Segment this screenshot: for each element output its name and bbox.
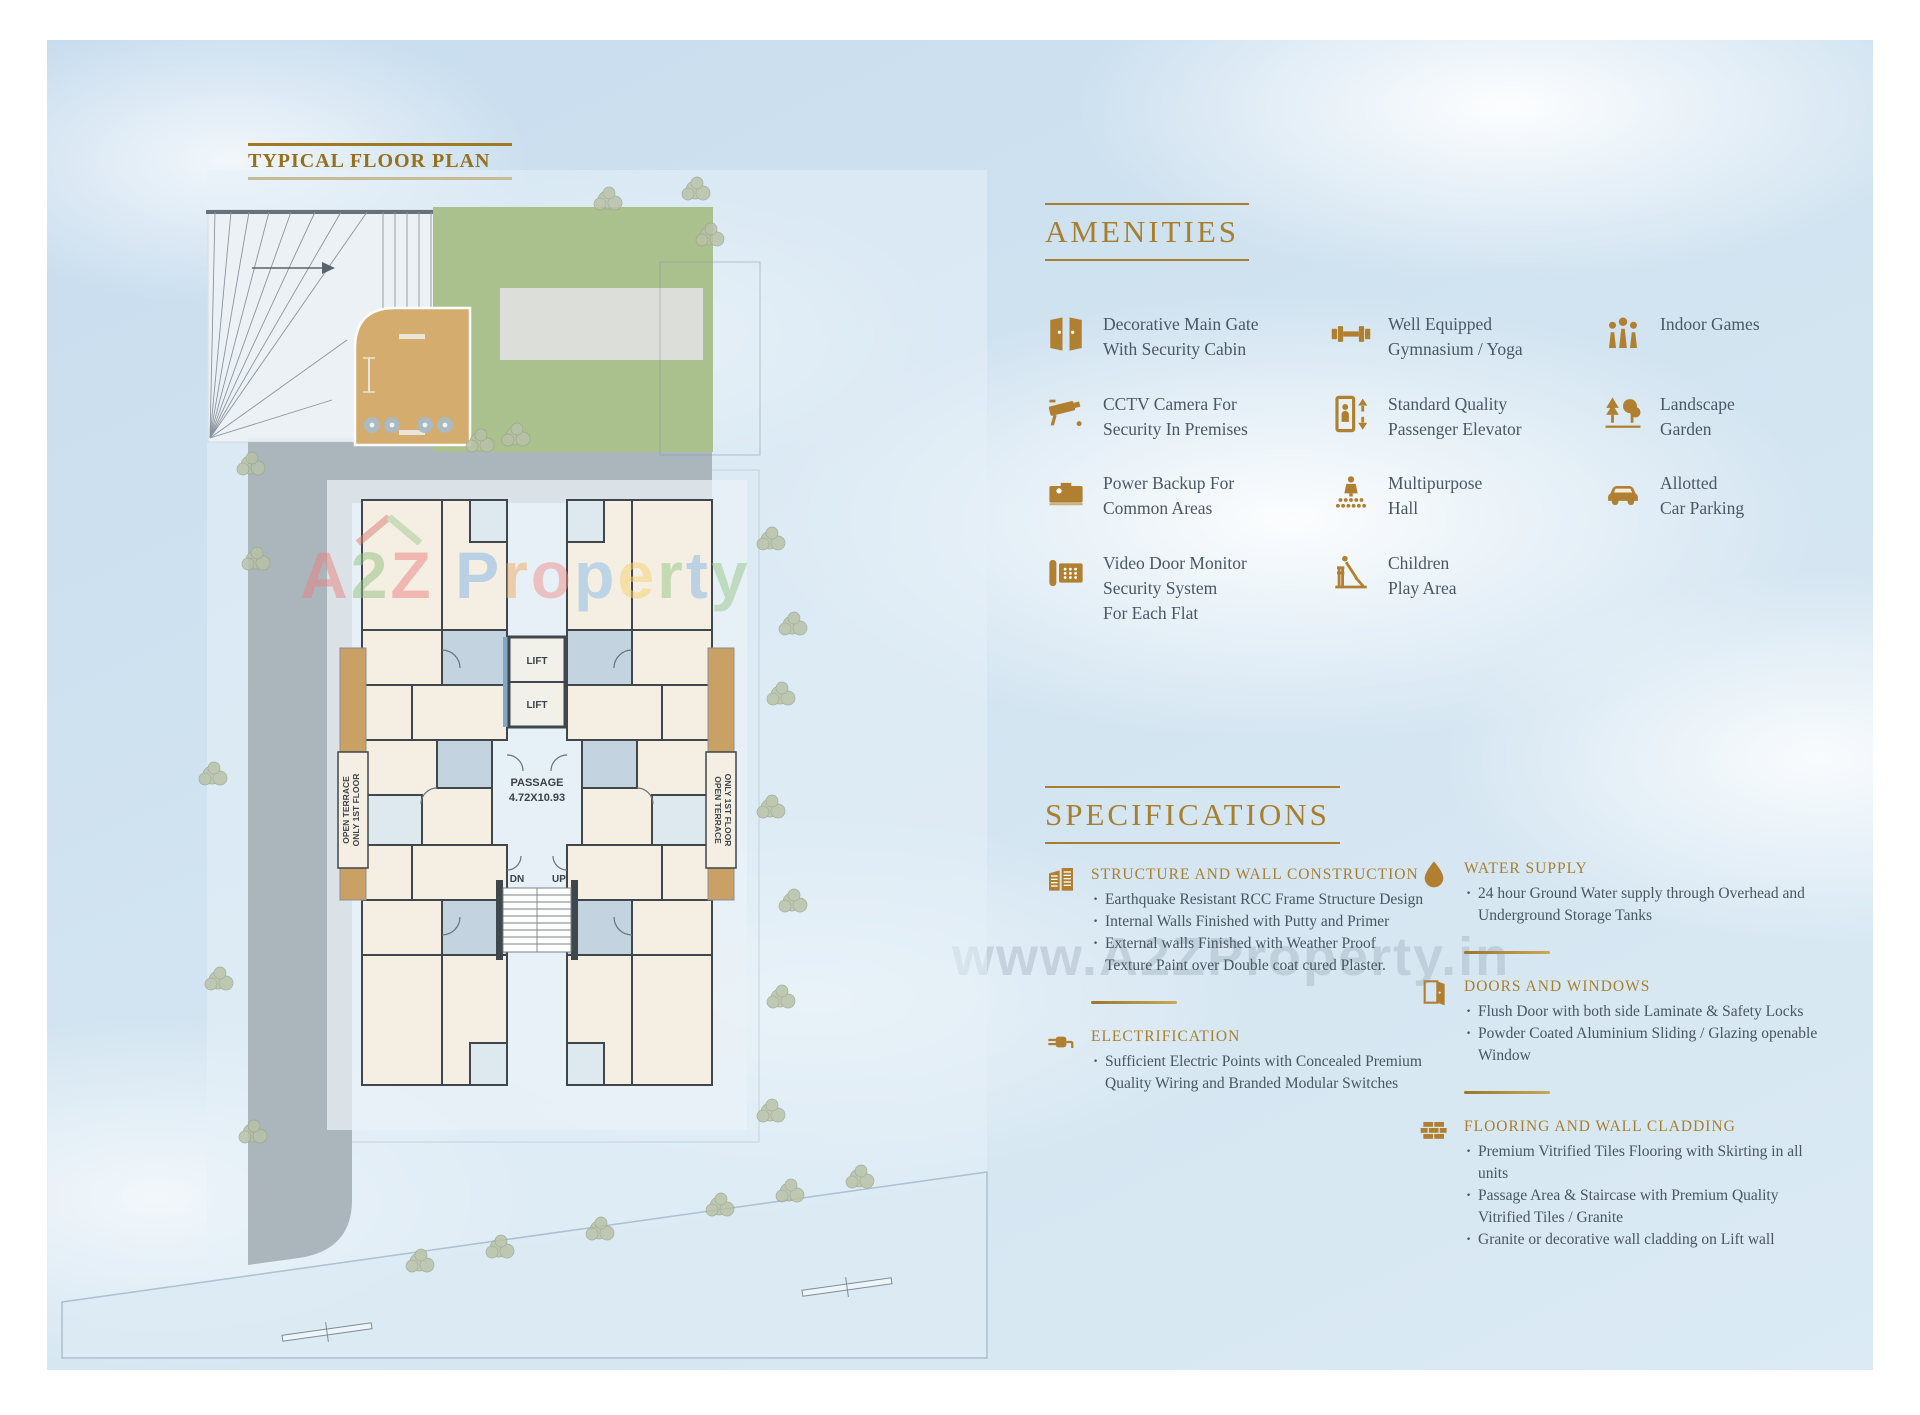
amenities-grid: Decorative Main Gate With Security Cabin… — [1045, 312, 1860, 626]
specifications-left-column: STRUCTURE AND WALL CONSTRUCTION Earthqua… — [1045, 866, 1425, 1119]
specifications-right-column: WATER SUPPLY 24 hour Ground Water supply… — [1418, 860, 1823, 1275]
door-arcs — [506, 754, 568, 871]
divider — [1464, 951, 1550, 954]
indoor-games-icon — [1602, 313, 1644, 360]
gate-markers — [281, 1277, 893, 1342]
children-play-icon — [1330, 552, 1372, 599]
open-terrace-right: OPEN TERRACE ONLY 1ST FLOOR — [705, 647, 737, 901]
staircase: DN UP — [496, 874, 578, 960]
spec-water-supply: WATER SUPPLY 24 hour Ground Water supply… — [1418, 860, 1823, 927]
spec-doors-windows: DOORS AND WINDOWS Flush Door with both s… — [1418, 978, 1823, 1067]
garden-structure — [500, 288, 703, 360]
watermark-roof-icon — [355, 514, 423, 545]
amenity-car-parking: Allotted Car Parking — [1602, 471, 1860, 521]
amenity-indoor-games: Indoor Games — [1602, 312, 1860, 362]
site-floor-plan: OPEN TERRACE ONLY 1ST FLOOR OPEN TERRACE… — [61, 170, 988, 1359]
terrace-right-label: OPEN TERRACE — [713, 776, 723, 844]
security-cabin-area — [353, 306, 472, 447]
cctv-icon — [1045, 393, 1087, 440]
amenity-video-door: Video Door Monitor Security System For E… — [1045, 551, 1330, 626]
svg-text:4.72X10.93: 4.72X10.93 — [509, 792, 565, 804]
amenity-elevator: Standard Quality Passenger Elevator — [1330, 392, 1602, 442]
lift-label-1: LIFT — [526, 656, 547, 667]
divider — [1091, 1001, 1177, 1004]
elevator-icon — [1330, 393, 1372, 440]
landscape-garden-icon — [1602, 393, 1644, 440]
spec-electrification: ELECTRIFICATION Sufficient Electric Poin… — [1045, 1028, 1425, 1095]
multipurpose-hall-icon — [1330, 472, 1372, 519]
amenity-children-play: Children Play Area — [1330, 551, 1602, 626]
amenity-gym: Well Equipped Gymnasium / Yoga — [1330, 312, 1602, 362]
stairs-dn-label: DN — [510, 874, 524, 885]
landscape-garden-area — [433, 207, 761, 456]
amenities-heading: AMENITIES — [1045, 203, 1250, 261]
car-parking-icon — [1602, 472, 1644, 519]
doors-windows-icon — [1418, 976, 1450, 1013]
gym-icon — [1330, 313, 1372, 360]
flooring-icon — [1418, 1116, 1450, 1153]
amenity-cctv: CCTV Camera For Security In Premises — [1045, 392, 1330, 442]
power-backup-icon — [1045, 472, 1087, 519]
site-boundary-slab — [61, 1171, 988, 1359]
open-terrace-left: OPEN TERRACE ONLY 1ST FLOOR — [337, 647, 369, 901]
amenity-main-gate: Decorative Main Gate With Security Cabin — [1045, 312, 1330, 362]
spec-flooring: FLOORING AND WALL CLADDING Premium Vitri… — [1418, 1118, 1823, 1251]
svg-text:ONLY 1ST FLOOR: ONLY 1ST FLOOR — [351, 774, 361, 847]
structure-icon — [1045, 864, 1077, 901]
electrification-icon — [1045, 1026, 1077, 1063]
terrace-left-label: OPEN TERRACE — [341, 776, 351, 844]
direction-arrow — [322, 262, 335, 274]
svg-text:ONLY 1ST FLOOR: ONLY 1ST FLOOR — [723, 774, 733, 847]
specifications-heading: SPECIFICATIONS — [1045, 786, 1340, 844]
passage-label: PASSAGE — [511, 777, 564, 789]
water-supply-icon — [1418, 858, 1450, 895]
lift-core: LIFT LIFT — [503, 635, 567, 729]
spec-structure: STRUCTURE AND WALL CONSTRUCTION Earthqua… — [1045, 866, 1425, 977]
amenity-landscape-garden: Landscape Garden — [1602, 392, 1860, 442]
divider — [1464, 1091, 1550, 1094]
amenity-multipurpose-hall: Multipurpose Hall — [1330, 471, 1602, 521]
video-door-icon — [1045, 552, 1087, 599]
amenity-power-backup: Power Backup For Common Areas — [1045, 471, 1330, 521]
main-gate-icon — [1045, 313, 1087, 360]
plan-watermark: A 2 Z P r o p e r t y — [300, 514, 751, 613]
lift-label-2: LIFT — [526, 700, 547, 711]
stairs-up-label: UP — [552, 874, 566, 885]
